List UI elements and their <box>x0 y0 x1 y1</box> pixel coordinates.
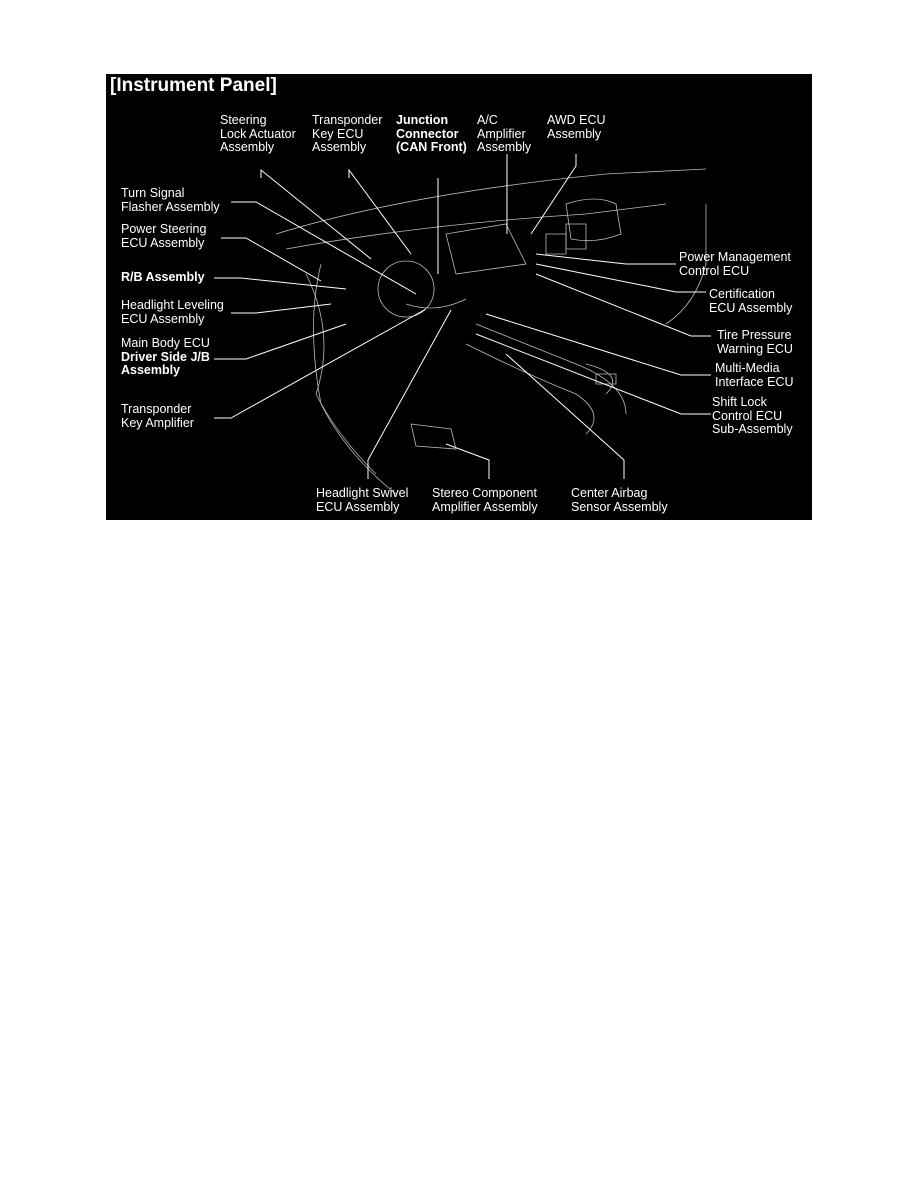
label-line: Certification <box>709 287 775 301</box>
label-line: Assembly <box>220 140 275 154</box>
label-line: Amplifier Assembly <box>432 499 538 514</box>
label-transponder-key-ecu: Transponder Key ECU Assembly <box>312 113 383 155</box>
label-line: Sensor Assembly <box>571 499 668 514</box>
label-stereo-component-amplifier: Stereo Component Amplifier Assembly <box>432 486 538 514</box>
label-line: Turn Signal <box>121 186 185 200</box>
label-multimedia-interface-ecu: Multi-Media Interface ECU <box>715 361 794 389</box>
label-line: AWD ECU <box>547 113 606 127</box>
label-line: Stereo Component <box>432 486 537 500</box>
label-line: Transponder <box>312 113 383 127</box>
diagram-drawing <box>214 154 711 495</box>
label-line: Headlight Leveling <box>121 298 224 312</box>
vehicle-outline <box>275 168 707 495</box>
label-line: Shift Lock <box>712 395 767 409</box>
label-shift-lock-ecu: Shift Lock Control ECU Sub-Assembly <box>712 395 793 437</box>
label-line: Control ECU <box>712 408 783 423</box>
label-line: Sub-Assembly <box>712 422 793 436</box>
label-line: ECU Assembly <box>121 235 205 250</box>
label-line: ECU Assembly <box>709 300 793 315</box>
label-junction-connector: Junction Connector (CAN Front) <box>396 113 467 155</box>
label-line: Multi-Media <box>715 361 780 375</box>
label-power-management-ecu: Power Management Control ECU <box>679 250 791 278</box>
label-rb-assembly: R/B Assembly <box>121 270 205 285</box>
label-line: Headlight Swivel <box>316 486 409 500</box>
label-line: Driver Side J/B <box>121 349 210 364</box>
label-line: Control ECU <box>679 263 750 278</box>
label-steering-lock-actuator: Steering Lock Actuator Assembly <box>220 113 296 155</box>
label-line: Connector <box>396 126 459 141</box>
label-line: Assembly <box>312 140 367 154</box>
label-center-airbag-sensor: Center Airbag Sensor Assembly <box>571 486 668 514</box>
label-line: Power Steering <box>121 222 207 236</box>
label-line: Steering <box>220 113 267 127</box>
label-line: Warning ECU <box>717 341 793 356</box>
label-line: Center Airbag <box>571 486 648 500</box>
label-headlight-swivel-ecu: Headlight Swivel ECU Assembly <box>316 486 409 514</box>
label-headlight-leveling-ecu: Headlight Leveling ECU Assembly <box>121 298 224 326</box>
label-line: A/C <box>477 113 498 127</box>
label-line: Junction <box>396 113 449 127</box>
label-line: ECU Assembly <box>121 311 205 326</box>
label-transponder-key-amplifier: Transponder Key Amplifier <box>121 402 194 430</box>
label-line: Lock Actuator <box>220 126 296 141</box>
label-main-body-ecu: Main Body ECU Driver Side J/B Assembly <box>121 336 210 378</box>
label-line: (CAN Front) <box>396 140 467 154</box>
label-ac-amplifier: A/C Amplifier Assembly <box>477 113 532 155</box>
label-line: Tire Pressure <box>717 328 792 342</box>
label-line: Assembly <box>477 140 532 154</box>
label-certification-ecu: Certification ECU Assembly <box>709 287 793 315</box>
label-line: Power Management <box>679 250 791 264</box>
label-line: Transponder <box>121 402 192 416</box>
label-line: Assembly <box>121 363 181 377</box>
label-line: Amplifier <box>477 126 526 141</box>
instrument-panel-diagram: [Instrument Panel] Steering Lock Actuato… <box>106 74 812 520</box>
label-line: Flasher Assembly <box>121 199 220 214</box>
label-tire-pressure-ecu: Tire Pressure Warning ECU <box>717 328 793 356</box>
label-awd-ecu: AWD ECU Assembly <box>547 113 606 141</box>
label-line: Main Body ECU <box>121 336 210 350</box>
label-line: Key ECU <box>312 126 364 141</box>
label-line: Interface ECU <box>715 374 794 389</box>
leader-lines <box>214 154 711 479</box>
label-line: R/B Assembly <box>121 270 205 284</box>
diagram-title: [Instrument Panel] <box>110 75 277 96</box>
label-line: ECU Assembly <box>316 499 400 514</box>
label-power-steering-ecu: Power Steering ECU Assembly <box>121 222 207 250</box>
label-line: Assembly <box>547 126 602 141</box>
label-line: Key Amplifier <box>121 415 194 430</box>
label-turn-signal-flasher: Turn Signal Flasher Assembly <box>121 186 220 214</box>
